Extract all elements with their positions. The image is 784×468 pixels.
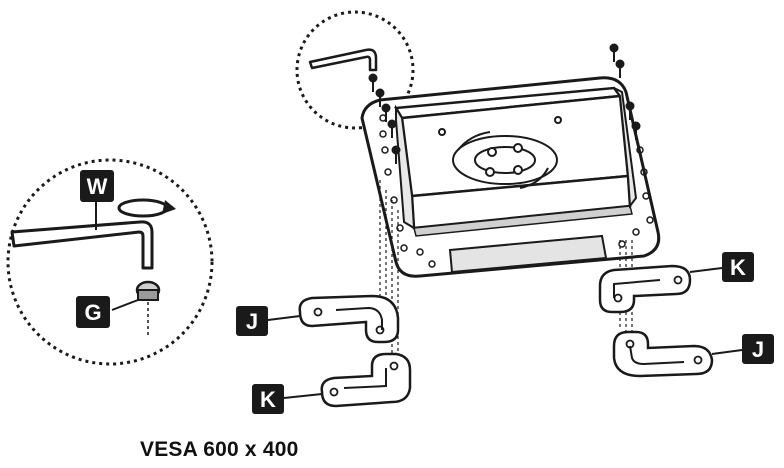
rotate-arrow-icon xyxy=(117,198,176,218)
label-j-right: J xyxy=(752,337,764,362)
label-j-left: J xyxy=(246,309,258,334)
bracket-j-left xyxy=(298,294,400,344)
label-k-left: K xyxy=(260,387,276,412)
bolt-icon xyxy=(135,280,161,335)
hex-key-icon xyxy=(10,220,154,270)
screw xyxy=(381,103,391,122)
label-w-badge: W xyxy=(80,170,114,202)
bracket-k-left xyxy=(320,352,412,408)
label-j-left-badge: J xyxy=(236,306,268,336)
screw xyxy=(375,88,385,107)
screw xyxy=(609,43,619,62)
label-k-right: K xyxy=(730,255,746,280)
screw xyxy=(391,145,401,164)
label-k-right-badge: K xyxy=(722,252,754,282)
vesa-caption: VESA 600 x 400 xyxy=(140,438,299,461)
label-g-badge: G xyxy=(76,296,110,328)
bracket-j-right xyxy=(612,330,714,378)
screws xyxy=(368,43,641,164)
label-j-right-badge: J xyxy=(742,334,774,364)
label-w: W xyxy=(87,174,108,199)
magnified-detail-left xyxy=(6,158,214,366)
label-g: G xyxy=(84,300,101,325)
screw xyxy=(615,59,625,78)
screw xyxy=(625,101,635,120)
screw xyxy=(387,119,397,138)
bracket-k-right xyxy=(598,264,692,314)
screw xyxy=(368,73,378,92)
mount-box-frame xyxy=(393,86,638,237)
label-k-left-badge: K xyxy=(252,384,284,414)
screw xyxy=(631,121,641,140)
